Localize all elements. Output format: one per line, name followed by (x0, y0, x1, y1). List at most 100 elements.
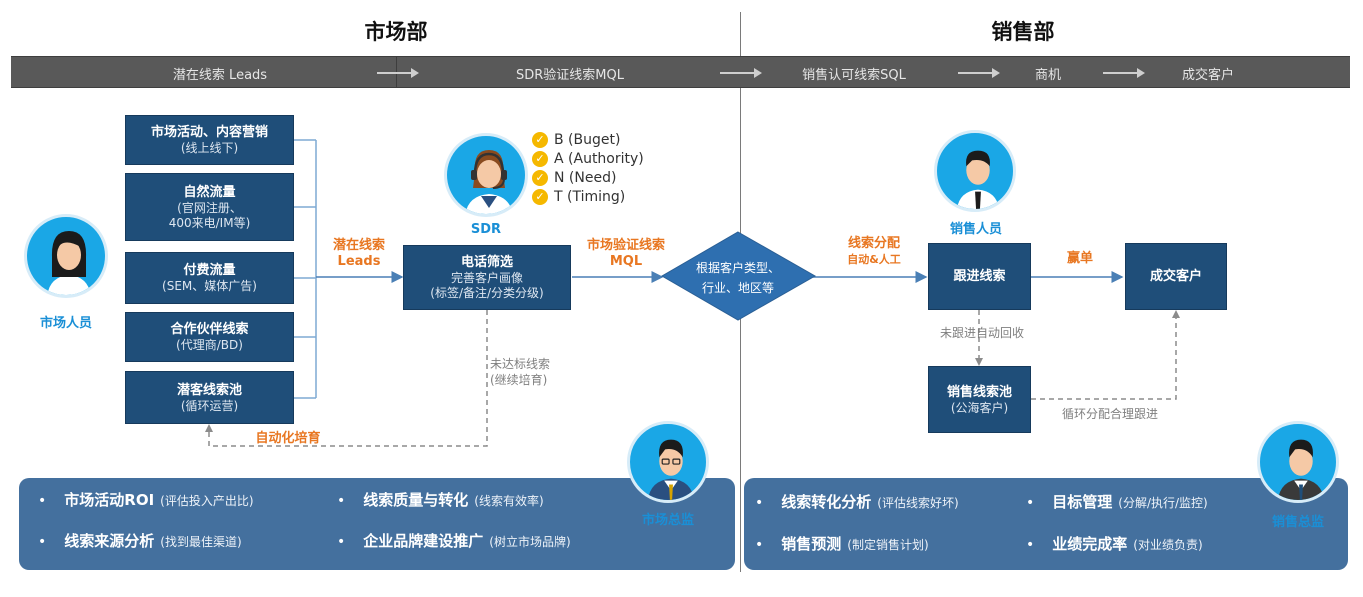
source-sub: (代理商/BD) (176, 338, 243, 352)
sales-kpi-panel (744, 478, 1348, 570)
kpi-main: 业绩完成率 (1052, 535, 1128, 553)
sdr-box-sub: (标签/备注/分类分级) (430, 286, 544, 300)
marketing-kpi-panel (19, 478, 735, 570)
customer-title: 成交客户 (1149, 269, 1202, 284)
source-box-campaign: 市场活动、内容营销 (线上线下) (125, 115, 294, 165)
person-director-icon (1257, 421, 1339, 503)
source-sub: (循环运营) (180, 398, 239, 413)
source-sub: (官网注册、 (177, 200, 242, 215)
leads-label-line: 潜在线索 (332, 238, 385, 253)
bant-list: ✓B (Buget) ✓ A (Authority) ✓ N (Need) ✓ T (… (532, 130, 644, 206)
bant-text: T (Timing) (554, 188, 626, 205)
marketing-dept-title: 市场部 (364, 20, 428, 44)
sales-dept-title: 销售部 (991, 20, 1055, 44)
kpi-sub: (分解/执行/监控) (1118, 496, 1208, 510)
source-box-pool: 潜客线索池 (循环运营) (125, 371, 294, 424)
nurture-label: 自动化培育 (255, 431, 321, 446)
stage-leads: 潜在线索 Leads (172, 68, 268, 83)
pool-title: 销售线索池 (946, 384, 1012, 400)
kpi-main: 线索质量与转化 (363, 491, 469, 509)
assign-label-line: 自动&人工 (847, 253, 901, 266)
source-sub: (线上线下) (180, 141, 239, 155)
source-title: 潜客线索池 (176, 382, 242, 398)
unqualified-label-line: (继续培育) (490, 373, 548, 387)
kpi-sub: (评估线索好坏) (877, 496, 959, 510)
kpi-sub: (制定销售计划) (847, 538, 929, 552)
kpi-sub: (对业绩负责) (1133, 538, 1203, 552)
person-headset-icon (444, 133, 528, 217)
source-box-partner: 合作伙伴线索 (代理商/BD) (125, 312, 294, 362)
person-female-icon (24, 214, 108, 298)
stage-mql: SDR验证线索MQL (516, 68, 624, 83)
sdr-screening-box: 电话筛选 完善客户画像 (标签/备注/分类分级) (403, 245, 571, 310)
bant-item: ✓B (Buget) (532, 130, 644, 149)
recycle-label: 未跟进自动回收 (939, 326, 1024, 340)
source-box-paid: 付费流量 (SEM、媒体广告) (125, 252, 294, 304)
sdr-role-label: SDR (470, 222, 502, 237)
sales-kpi-item: •业绩完成率(对业绩负责) (1026, 535, 1203, 553)
source-title: 自然流量 (183, 184, 236, 200)
stage-arrow (1103, 68, 1145, 78)
stage-opportunity: 商机 (1034, 68, 1061, 83)
source-sub: (SEM、媒体广告) (162, 279, 257, 293)
bant-text: N (Need) (554, 169, 617, 186)
win-label: 赢单 (1066, 251, 1093, 266)
unqualified-label: 未达标线索 (继续培育) (490, 356, 560, 388)
kpi-sub: (找到最佳渠道) (160, 535, 242, 549)
decision-text-line: 根据客户类型、 (695, 261, 780, 275)
marketing-kpi-item: •市场活动ROI(评估投入产出比) (38, 491, 254, 509)
decision-text: 根据客户类型、 行业、地区等 (676, 258, 800, 298)
follow-up-box: 跟进线索 (928, 243, 1031, 310)
source-title: 市场活动、内容营销 (150, 125, 268, 140)
kpi-main: 线索来源分析 (64, 532, 155, 550)
marketing-kpi-item: •线索质量与转化(线索有效率) (337, 491, 544, 509)
sales-role-label: 销售人员 (949, 222, 1002, 237)
marketing-role-label: 市场人员 (39, 316, 92, 331)
sdr-box-sub: 完善客户画像 (450, 271, 523, 285)
assign-label-line: 线索分配 (847, 236, 900, 251)
kpi-sub: (树立市场品牌) (489, 535, 571, 549)
source-title: 合作伙伴线索 (170, 322, 249, 337)
marketing-kpi-item: •企业品牌建设推广(树立市场品牌) (337, 532, 571, 550)
sales-director-label: 销售总监 (1271, 515, 1324, 530)
check-icon: ✓ (532, 150, 548, 167)
kpi-sub: (线索有效率) (474, 494, 544, 508)
person-director-icon (627, 421, 709, 503)
sales-pool-box: 销售线索池 (公海客户) (928, 366, 1031, 433)
check-icon: ✓ (532, 188, 548, 205)
kpi-main: 企业品牌建设推广 (363, 532, 484, 550)
check-icon: ✓ (532, 169, 548, 186)
stage-arrow (958, 68, 1000, 78)
kpi-main: 线索转化分析 (781, 493, 872, 511)
kpi-main: 目标管理 (1052, 493, 1113, 511)
bant-item: ✓ T (Timing) (532, 187, 644, 206)
kpi-main: 销售预测 (781, 535, 842, 553)
marketing-director-label: 市场总监 (641, 513, 694, 528)
sales-kpi-item: •目标管理(分解/执行/监控) (1026, 493, 1208, 511)
stage-customer: 成交客户 (1181, 68, 1234, 83)
stage-arrow (377, 68, 419, 78)
sales-kpi-item: •销售预测(制定销售计划) (755, 535, 929, 553)
reassign-label: 循环分配合理跟进 (1061, 407, 1158, 421)
customer-box: 成交客户 (1125, 243, 1227, 310)
stage-arrow (720, 68, 762, 78)
source-sub: 400来电/IM等) (168, 215, 251, 230)
leads-label-line: Leads (337, 254, 381, 269)
leads-label: 潜在线索 Leads (320, 238, 398, 270)
follow-up-title: 跟进线索 (953, 269, 1006, 284)
source-title: 付费流量 (183, 263, 236, 278)
source-box-organic: 自然流量 (官网注册、 400来电/IM等) (125, 173, 294, 241)
kpi-sub: (评估投入产出比) (160, 494, 254, 508)
mql-label-line: 市场验证线索 (586, 238, 665, 253)
assign-label: 线索分配 自动&人工 (838, 236, 910, 268)
check-icon: ✓ (532, 131, 548, 148)
kpi-main: 市场活动ROI (64, 491, 155, 509)
bant-text: A (Authority) (554, 150, 644, 167)
decision-text-line: 行业、地区等 (701, 281, 774, 295)
stage-sql: 销售认可线索SQL (802, 68, 906, 83)
bant-item: ✓ N (Need) (532, 168, 644, 187)
bant-item: ✓ A (Authority) (532, 149, 644, 168)
marketing-kpi-item: •线索来源分析(找到最佳渠道) (38, 532, 242, 550)
decision-diamond (661, 231, 817, 321)
